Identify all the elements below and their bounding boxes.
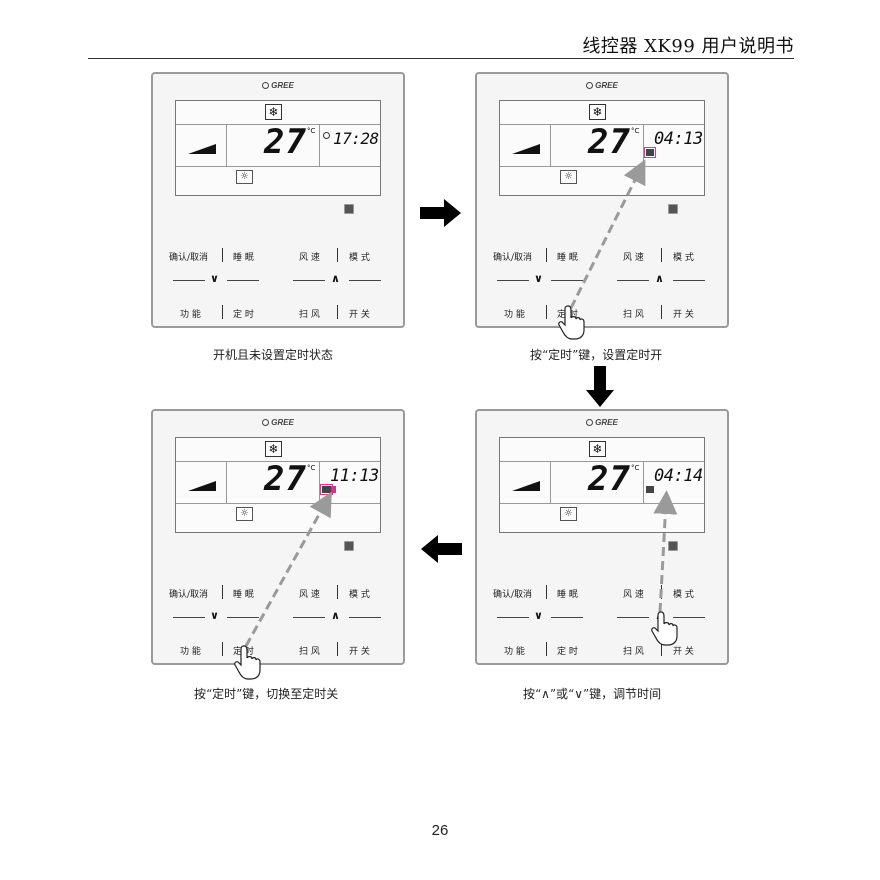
caption-2: 按“定时”键，设置定时开 xyxy=(530,348,663,362)
timer-indicator xyxy=(644,147,656,158)
sun-icon: ☼ xyxy=(560,507,577,521)
timer-button[interactable]: 定 时 xyxy=(557,647,578,657)
controller-panel-4: GREE ❄ 27 °C 11:13 ☼ 确认/取消 睡 眠 风 速 xyxy=(151,409,405,665)
brand-logo: GREE xyxy=(477,418,727,427)
confirm-cancel-button[interactable]: 确认/取消 xyxy=(493,253,533,263)
sleep-button[interactable]: 睡 眠 xyxy=(233,590,254,600)
function-button[interactable]: 功 能 xyxy=(180,310,201,320)
snowflake-icon: ❄ xyxy=(265,104,282,120)
degree-unit: °C xyxy=(631,464,640,472)
lcd-display: ❄ 27 °C 17:28 ☼ xyxy=(175,100,381,196)
up-button[interactable]: ∧ xyxy=(331,609,340,622)
mode-button[interactable]: 模 式 xyxy=(673,253,694,263)
timer-button[interactable]: 定 时 xyxy=(233,310,254,320)
doc-header: 线控器 XK99 用户说明书 xyxy=(88,32,794,59)
sun-icon: ☼ xyxy=(560,170,577,184)
flow-arrow-down xyxy=(586,366,614,407)
brand-logo: GREE xyxy=(153,81,403,90)
snowflake-icon: ❄ xyxy=(589,104,606,120)
confirm-cancel-button[interactable]: 确认/取消 xyxy=(169,253,209,263)
sun-icon: ☼ xyxy=(236,170,253,184)
time-readout: 17:28 xyxy=(333,129,379,148)
temperature-readout: 27 xyxy=(588,459,631,499)
brand-logo: GREE xyxy=(477,81,727,90)
fan-level-bars-icon xyxy=(188,481,216,491)
mode-button[interactable]: 模 式 xyxy=(349,253,370,263)
controller-panel-2: GREE ❄ 27 °C 04:13 ☼ 确认/取消 睡 眠 风 速 xyxy=(475,72,729,328)
degree-unit: °C xyxy=(307,127,316,135)
confirm-cancel-button[interactable]: 确认/取消 xyxy=(169,590,209,600)
indicator-led xyxy=(668,204,678,214)
swing-button[interactable]: 扫 风 xyxy=(299,647,320,657)
timer-button[interactable]: 定 时 xyxy=(557,310,578,320)
time-readout: 11:13 xyxy=(330,466,379,486)
snowflake-icon: ❄ xyxy=(265,441,282,457)
power-button[interactable]: 开 关 xyxy=(349,310,370,320)
swing-button[interactable]: 扫 风 xyxy=(623,310,644,320)
sun-icon: ☼ xyxy=(236,507,253,521)
function-button[interactable]: 功 能 xyxy=(504,310,525,320)
function-button[interactable]: 功 能 xyxy=(180,647,201,657)
fan-level-bars-icon xyxy=(188,144,216,154)
caption-1: 开机且未设置定时状态 xyxy=(213,348,334,362)
caption-3: 按“∧”或“∨”键，调节时间 xyxy=(523,687,662,701)
timer-indicator xyxy=(320,484,336,495)
fan-speed-button[interactable]: 风 速 xyxy=(623,253,644,263)
indicator-led xyxy=(344,541,354,551)
indicator-led xyxy=(668,541,678,551)
controller-panel-3: GREE ❄ 27 °C 04:14 ☼ 确认/取消 睡 眠 风 速 xyxy=(475,409,729,665)
down-button[interactable]: ∨ xyxy=(534,609,543,622)
fan-speed-button[interactable]: 风 速 xyxy=(623,590,644,600)
flow-arrow-right xyxy=(420,199,461,227)
swing-button[interactable]: 扫 风 xyxy=(299,310,320,320)
power-button[interactable]: 开 关 xyxy=(673,310,694,320)
lcd-display: ❄ 27 °C 04:13 ☼ xyxy=(499,100,705,196)
down-button[interactable]: ∨ xyxy=(210,272,219,285)
swing-button[interactable]: 扫 风 xyxy=(623,647,644,657)
time-readout: 04:14 xyxy=(654,466,703,486)
caption-4: 按“定时”键，切换至定时关 xyxy=(194,687,339,701)
sleep-button[interactable]: 睡 眠 xyxy=(557,253,578,263)
fan-level-bars-icon xyxy=(512,481,540,491)
sleep-button[interactable]: 睡 眠 xyxy=(233,253,254,263)
lcd-display: ❄ 27 °C 11:13 ☼ xyxy=(175,437,381,533)
function-button[interactable]: 功 能 xyxy=(504,647,525,657)
sleep-button[interactable]: 睡 眠 xyxy=(557,590,578,600)
flow-arrow-left xyxy=(421,535,462,563)
time-readout: 04:13 xyxy=(654,129,703,149)
brand-logo: GREE xyxy=(153,418,403,427)
degree-unit: °C xyxy=(307,464,316,472)
down-button[interactable]: ∨ xyxy=(210,609,219,622)
snowflake-icon: ❄ xyxy=(589,441,606,457)
page-number: 26 xyxy=(431,822,449,839)
controller-panel-1: GREE ❄ 27 °C 17:28 ☼ 确认/取消 睡 眠 风 速 xyxy=(151,72,405,328)
doc-title: 线控器 XK99 用户说明书 xyxy=(582,36,794,57)
indicator-led xyxy=(344,204,354,214)
power-button[interactable]: 开 关 xyxy=(349,647,370,657)
fan-level-bars-icon xyxy=(512,144,540,154)
up-button[interactable]: ∧ xyxy=(331,272,340,285)
timer-button[interactable]: 定 时 xyxy=(233,647,254,657)
temperature-readout: 27 xyxy=(588,122,631,162)
clock-icon xyxy=(323,132,330,139)
down-button[interactable]: ∨ xyxy=(534,272,543,285)
up-button[interactable]: ∧ xyxy=(655,609,664,622)
mode-button[interactable]: 模 式 xyxy=(673,590,694,600)
temperature-readout: 27 xyxy=(264,459,307,499)
timer-indicator xyxy=(646,486,654,493)
up-button[interactable]: ∧ xyxy=(655,272,664,285)
power-button[interactable]: 开 关 xyxy=(673,647,694,657)
confirm-cancel-button[interactable]: 确认/取消 xyxy=(493,590,533,600)
temperature-readout: 27 xyxy=(264,122,307,162)
fan-speed-button[interactable]: 风 速 xyxy=(299,253,320,263)
fan-speed-button[interactable]: 风 速 xyxy=(299,590,320,600)
mode-button[interactable]: 模 式 xyxy=(349,590,370,600)
degree-unit: °C xyxy=(631,127,640,135)
lcd-display: ❄ 27 °C 04:14 ☼ xyxy=(499,437,705,533)
